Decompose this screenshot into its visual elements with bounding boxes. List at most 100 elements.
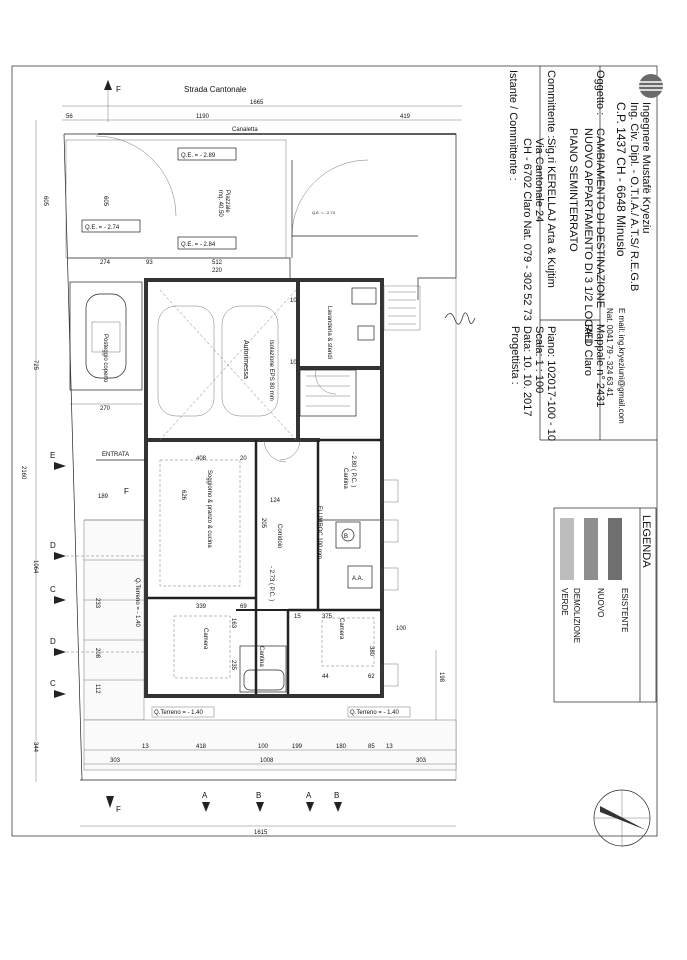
room-posteggio: Posteggio coperto [102, 334, 108, 383]
dim-112: 112 [94, 684, 100, 694]
room-cantina-bottom: Cantina [258, 646, 264, 667]
gate-swing [95, 135, 177, 217]
section-d-left-2: D [50, 637, 56, 646]
engineer-address: C.P. 1437 CH - 6648 Minusio [614, 102, 628, 257]
dim-20: 20 [240, 456, 247, 462]
room-soggiorno: Soggiorno & pranzo & cucina [206, 470, 212, 548]
room-piazzale: Piazzale [224, 190, 230, 213]
room-labels: Autorimessa Isolazione EPS 80 mm Lavande… [96, 306, 364, 667]
engineer-logo [639, 74, 663, 98]
car-icon [85, 293, 127, 379]
room-aa: A.A. [352, 576, 364, 582]
section-e-left: E [50, 451, 55, 460]
dim-344: 344 [32, 742, 38, 753]
room-autorimessa: Autorimessa [242, 340, 249, 379]
dim-1190: 1190 [196, 114, 210, 120]
dim-b-1008: 1008 [260, 758, 274, 764]
garage-car-right [221, 305, 279, 417]
committente-city: CH - 6702 Claro Nat. 079 - 302 52 73 [521, 138, 533, 321]
section-a-bottom-1: A [202, 791, 208, 800]
garage-isolation: Isolazione EPS 80 mm [268, 340, 274, 401]
site-boundary [64, 133, 457, 300]
dim-b-13a: 13 [142, 744, 149, 750]
engineer-email: E mail: ing.kryeziuni@gmail.com [617, 308, 626, 424]
dim-1665-top: 1665 [250, 100, 264, 106]
dim-69: 69 [240, 604, 247, 610]
dim-100-right: 100 [396, 626, 407, 632]
section-b-bottom-1: B [256, 791, 261, 800]
dim-725: 725 [32, 360, 38, 371]
legend-label-new: NUOVO [596, 588, 605, 617]
dim-124: 124 [270, 498, 281, 504]
wall-flumroc: FLUMROC 100 mm [316, 506, 322, 559]
dim-b-100: 100 [258, 744, 269, 750]
canal-label: Canaletta [232, 127, 258, 133]
level-terrain-left: Q.Terreno = - 1.40 [134, 578, 140, 628]
dim-408: 408 [196, 456, 207, 462]
legend: LEGENDA ESISTENTE NUOVO DEMOLIZIONE VERD… [553, 507, 657, 703]
bathroom-fixture [335, 521, 361, 549]
room-cantina-top: Cantina [342, 468, 348, 489]
piazzale-area: mq. 40.50 [217, 190, 223, 217]
dim-605-left: 605 [42, 196, 48, 207]
dim-2160: 2160 [20, 466, 26, 480]
dim-198: 198 [438, 672, 444, 683]
dim-b-303-right: 303 [416, 758, 427, 764]
committente-label: Committente : [545, 70, 557, 138]
room-lavanderia: Lavanderia & stendi [326, 306, 332, 359]
dim-10-a: 10 [290, 298, 297, 304]
dim-1064: 1064 [32, 560, 38, 574]
dim-44: 44 [322, 674, 329, 680]
dim-220: 220 [212, 268, 223, 274]
dim-235: 235 [230, 660, 236, 671]
level-terrain-right: Q.Terreno = - 1.40 [350, 710, 400, 716]
legend-title: LEGENDA [640, 515, 652, 568]
title-block: Ingegnere Mustafë Kryeziu Ing. Civ. Dipl… [444, 66, 663, 441]
dim-b-85: 85 [368, 744, 375, 750]
mappale: Mappale n° 2431 [594, 324, 606, 407]
section-f-top: F [116, 85, 121, 94]
level-273: - 2.73 ( P.C. ) [268, 566, 274, 601]
dim-b-303-left: 303 [110, 758, 121, 764]
legend-swatch-demolition [560, 518, 574, 580]
section-c-left-1: C [50, 585, 56, 594]
dim-419: 419 [400, 114, 411, 120]
dim-270: 270 [100, 406, 111, 412]
dim-208: 208 [94, 648, 100, 659]
plan-scale: Scala: 1 : 100 [533, 326, 545, 393]
legend-label-green: VERDE [560, 588, 569, 616]
site-area: Strada Cantonale 1665 56 1190 419 Canale… [42, 85, 462, 781]
garage-car-left [157, 305, 215, 417]
room-corridoio: Corridoio [276, 524, 282, 549]
sheet-frame [11, 65, 658, 837]
plan-title: PIANO SEMINTERRATO [567, 128, 579, 252]
engineer-titles: Ing. Civ. Dipl. - O.T.I.A./ A.T.S/ R.E.G… [628, 102, 640, 291]
dim-b-199: 199 [292, 744, 303, 750]
rfd: RFD Claro [582, 324, 594, 376]
dim-b-1615: 1615 [254, 830, 268, 836]
level-qe-274: Q.E. = - 2.74 [85, 225, 120, 231]
legend-swatch-new [584, 518, 598, 580]
dim-375: 375 [322, 614, 333, 620]
legend-label-demolition: DEMOLIZIONE [572, 588, 581, 643]
legend-label-existing: ESISTENTE [620, 588, 629, 632]
dim-b-13b: 13 [386, 744, 393, 750]
oggetto-line-2: NUOVO APPARTAMENTO DI 3 1/2 LOCALI [582, 128, 594, 344]
section-d-left-1: D [50, 541, 56, 550]
level-qe-289: Q.E. = - 2.89 [181, 153, 216, 159]
committente-name: Sig.ri KERELLAJ Arta & Kujtim [545, 138, 557, 288]
engineer-phone: Nat. 0041 79 - 324 63 41 [605, 308, 614, 397]
room-bagno: B [344, 534, 348, 540]
oggetto-line-1: CAMBIAMENTO DI DESTINAZIONE [594, 128, 606, 308]
dim-339: 339 [196, 604, 207, 610]
progettista-label: Progettista : [509, 326, 521, 385]
section-a-bottom-2: A [306, 791, 312, 800]
dim-189: 189 [98, 494, 109, 500]
section-f-bottom: F [116, 805, 121, 814]
street-name: Strada Cantonale [184, 85, 247, 94]
north-arrow-icon [593, 789, 651, 847]
dim-93: 93 [146, 260, 153, 266]
istante-label: Istante / Committente : [507, 70, 519, 181]
level-qe-284: Q.E. = - 2.84 [181, 242, 216, 248]
